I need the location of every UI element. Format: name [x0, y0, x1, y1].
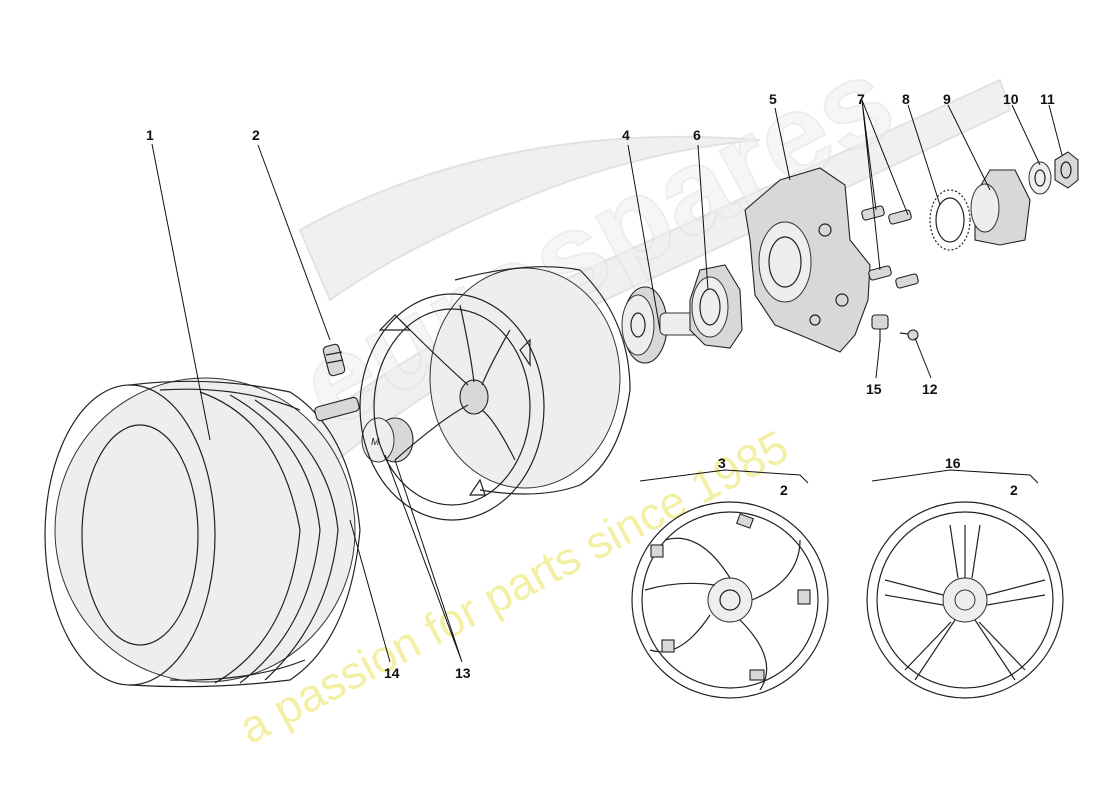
wheel-bolt [322, 343, 346, 377]
axle-nut [1054, 151, 1079, 189]
callout-11: 11 [1040, 91, 1055, 107]
bearing-carrier [689, 264, 743, 349]
callout-16: 16 [945, 455, 961, 471]
callout-10: 10 [1003, 91, 1019, 107]
washer [1028, 161, 1052, 195]
leader-lines [151, 99, 1063, 663]
callout-5: 5 [769, 91, 777, 107]
callout-7: 7 [857, 91, 865, 107]
callout-1: 1 [146, 127, 154, 143]
wheel-bearing [970, 169, 1031, 246]
callout-12: 12 [922, 381, 938, 397]
callout-9: 9 [943, 91, 951, 107]
tyre [44, 377, 361, 688]
sensor-screw [899, 329, 919, 341]
wheel-rim [359, 266, 631, 521]
centre-cap: M [361, 417, 414, 463]
callout-13: 13 [455, 665, 471, 681]
steering-knuckle [744, 167, 871, 353]
abs-sensor [871, 314, 889, 342]
callout-2-variant-16: 2 [1010, 482, 1018, 498]
callout-15: 15 [866, 381, 882, 397]
wheel-bolt-long [314, 396, 360, 422]
abs-tone-ring [929, 189, 971, 251]
callout-2-variant-3: 2 [780, 482, 788, 498]
callout-2: 2 [252, 127, 260, 143]
callouts: 1 2 3 2 4 5 6 7 8 9 10 11 12 13 14 15 16… [146, 91, 1055, 681]
callout-4: 4 [622, 127, 630, 143]
wheel-variant-16 [866, 501, 1064, 699]
callout-3: 3 [718, 455, 726, 471]
knuckle-bolts [861, 205, 919, 289]
callout-14: 14 [384, 665, 400, 681]
wheel-variant-3 [631, 501, 829, 699]
callout-8: 8 [902, 91, 910, 107]
svg-text:M: M [371, 437, 380, 448]
callout-6: 6 [693, 127, 701, 143]
